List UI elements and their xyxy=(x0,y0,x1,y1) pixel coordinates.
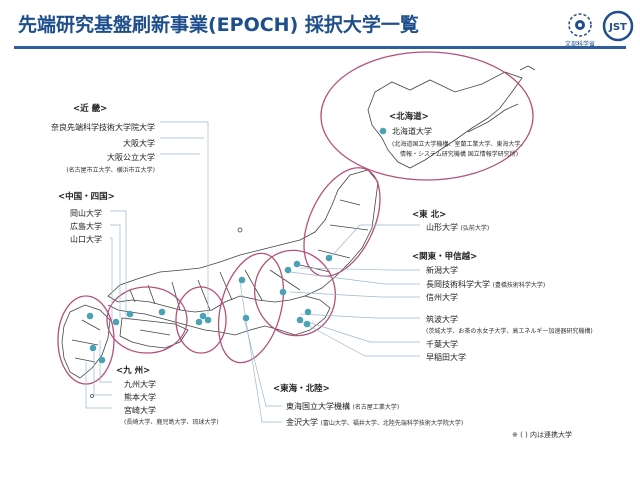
tokai-item-2: 金沢大学 (富山大学、福井大学、北陸先端科学技術大学院大学) xyxy=(286,417,463,429)
chugoku-ellipse xyxy=(106,286,188,354)
jst-logo: JST xyxy=(602,10,634,42)
footnote: ※ ( ) 内は連携大学 xyxy=(512,431,573,439)
tohoku-ellipse xyxy=(303,167,381,277)
chiba-dot xyxy=(303,320,311,328)
kyushu-note: (長崎大学、鹿児島大学、琉球大学) xyxy=(124,419,219,426)
tokai-header: <東海・北陸> xyxy=(273,384,330,394)
hokkaido-item-hokudai: 北海道大学 xyxy=(392,127,432,136)
tohoku-item-note: (弘前大学) xyxy=(460,225,490,232)
tokai-item2-note: (富山大学、福井大学、北陸先端科学技術大学院大学) xyxy=(320,420,464,427)
okayama-dot xyxy=(158,308,166,316)
kinki-note: (名古屋市立大学、横浜市立大学) xyxy=(66,167,155,174)
yamagata-dot xyxy=(325,254,333,262)
yamaguchi-dot xyxy=(112,318,120,326)
hokudai-dot xyxy=(379,127,387,135)
title-divider xyxy=(14,46,626,49)
kanazawa-dot xyxy=(238,276,246,284)
kanto-item-chiba: 千葉大学 xyxy=(426,340,458,349)
kyushu-item-kumamoto: 熊本大学 xyxy=(124,393,156,402)
tohoku-item-yamagata: 山形大学 (弘前大学) xyxy=(426,222,489,234)
osaka-dot xyxy=(199,312,207,320)
page-title: 先端研究基盤刷新事業(EPOCH) 採択大学一覧 xyxy=(18,14,419,36)
chugoku-item-okayama: 岡山大学 xyxy=(70,209,102,218)
kinki-header: <近 畿> xyxy=(73,104,108,114)
jst-logo-text: JST xyxy=(608,22,627,33)
niigata-dot xyxy=(293,260,301,268)
japan-outline xyxy=(61,65,536,398)
miyazaki-dot xyxy=(98,356,106,364)
kanto-item-waseda: 早稲田大学 xyxy=(426,353,466,362)
chugoku-item-hiroshima: 広島大学 xyxy=(70,222,102,231)
tsukuba-dot xyxy=(304,308,312,316)
nagaoka-dot xyxy=(284,266,292,274)
kanto-item-niigata: 新潟大学 xyxy=(426,266,458,275)
naist-dot xyxy=(204,316,212,324)
kinki-item-naist: 奈良先端科学技術大学院大学 xyxy=(51,123,155,132)
chugoku-header: <中国・四国> xyxy=(58,192,115,202)
omu-dot xyxy=(195,318,203,326)
kanto-item-nagaoka: 長岡技術科学大学 (豊橋技術科学大学) xyxy=(426,279,545,291)
chugoku-item-yamaguchi: 山口大学 xyxy=(70,235,102,244)
mext-caption: 文部科学省 xyxy=(565,40,595,48)
kinki-item-osaka: 大阪大学 xyxy=(123,139,155,148)
tokai-item1-note: (名古屋工業大学) xyxy=(352,404,400,411)
hokkaido-note-2: 情報・システム研究機構 国立情報学研究所) xyxy=(400,151,519,158)
shinshu-dot xyxy=(279,288,287,296)
hokkaido-note-1: (北海道国立大学機構、室蘭工業大学、東海大学、 xyxy=(392,141,527,148)
kanto-nagaoka-name: 長岡技術科学大学 xyxy=(426,280,490,289)
tokai-ellipse xyxy=(217,252,285,364)
kanto-ellipse xyxy=(253,249,337,337)
mext-emblem-icon xyxy=(568,13,592,37)
hiroshima-dot xyxy=(126,310,134,318)
waseda-dot xyxy=(296,316,304,324)
hokkaido-ellipse xyxy=(320,51,534,181)
kyushu-item-miyazaki: 宮崎大学 xyxy=(124,406,156,415)
kanto-nagaoka-note: (豊橋技術科学大学) xyxy=(492,282,546,289)
kanto-item-shinshu: 信州大学 xyxy=(426,293,458,302)
tokai-item2-name: 金沢大学 xyxy=(286,418,318,427)
tohoku-item-name: 山形大学 xyxy=(426,223,458,232)
kanto-item-tsukuba: 筑波大学 xyxy=(426,315,458,324)
tokai-dot xyxy=(242,314,250,322)
tohoku-header: <東 北> xyxy=(412,210,447,220)
kanto-tsukuba-note: (茨城大学、お茶の水女子大学、高エネルギー加速器研究機構) xyxy=(426,328,593,335)
kumamoto-dot xyxy=(89,344,97,352)
kinki-item-omu: 大阪公立大学 xyxy=(107,153,155,162)
university-dots xyxy=(86,127,387,364)
region-ellipses xyxy=(57,51,534,385)
tokai-item1-name: 東海国立大学機構 xyxy=(286,402,350,411)
kinki-ellipse xyxy=(175,286,227,354)
kanto-header: <関東・甲信越> xyxy=(412,252,478,262)
kyushu-dot xyxy=(86,312,94,320)
hokkaido-header: <北海道> xyxy=(389,112,429,122)
leader-lines xyxy=(85,121,420,423)
mext-logo: 文部科学省 xyxy=(565,13,595,48)
kyushu-header: <九 州> xyxy=(116,366,151,376)
kyushu-item-kyushu: 九州大学 xyxy=(124,380,156,389)
tokai-item-1: 東海国立大学機構 (名古屋工業大学) xyxy=(286,401,399,413)
